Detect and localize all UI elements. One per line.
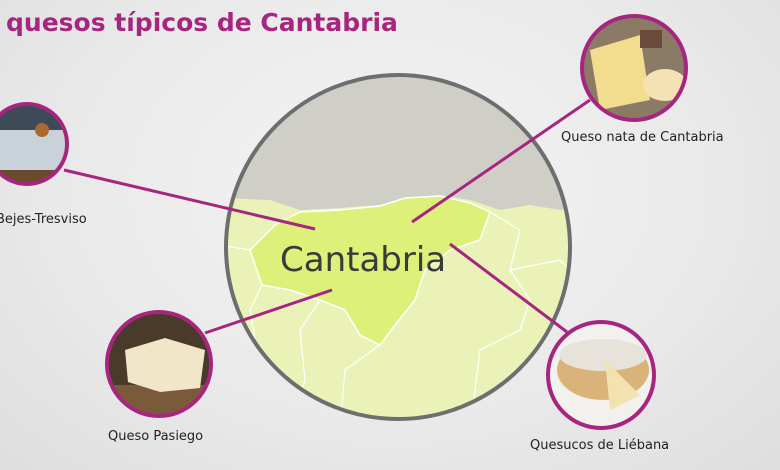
page-title: quesos típicos de Cantabria (6, 8, 398, 37)
liebana-cheese-photo (546, 320, 656, 430)
cheese-label-nata: Queso nata de Cantabria (561, 130, 724, 145)
blue-cheese-photo (0, 102, 69, 186)
connector-bejes (63, 168, 316, 231)
connector-lines (63, 98, 591, 335)
region-borders (226, 211, 570, 419)
map-region-label: Cantabria (280, 240, 447, 280)
cantabria-region (249, 195, 491, 346)
cream-cheese-photo (580, 14, 688, 122)
sea-area (226, 75, 570, 210)
cheese-label-pasiego: Queso Pasiego (108, 429, 204, 444)
connector-pasiego (204, 288, 333, 335)
pasiego-cheese-photo (105, 310, 213, 418)
connector-nata (411, 98, 591, 224)
map-circle (226, 75, 570, 419)
map-circle-border (224, 73, 572, 421)
connector-liebana (449, 242, 568, 334)
cheese-label-liebana: Quesucos de Liébana (530, 438, 670, 453)
cheese-label-bejes: Bejes-Tresviso (0, 212, 87, 227)
